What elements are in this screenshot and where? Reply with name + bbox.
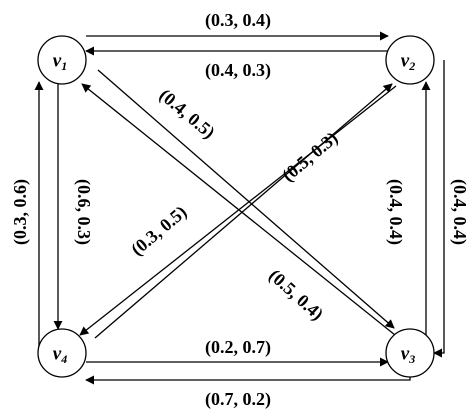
node-layer: v1 v2 v3 v4 <box>37 35 435 378</box>
node-v3: v3 <box>385 328 435 378</box>
node-circle-v1 <box>37 35 87 85</box>
edge-label-v1-v4: (0.6, 0.3) <box>73 179 94 245</box>
edge-v2-v4 <box>79 85 397 336</box>
edge-label-v3-v1: (0.4, 0.5) <box>155 85 219 144</box>
node-v4: v4 <box>37 328 87 378</box>
node-v1: v1 <box>37 35 87 85</box>
edge-v4-v2 <box>94 83 393 339</box>
edge-v1-v3 <box>97 69 395 329</box>
edge-label-v1-v2: (0.3, 0.4) <box>205 10 271 31</box>
edge-label-v2-v3: (0.4, 0.4) <box>449 179 470 245</box>
node-circle-v2 <box>385 35 435 85</box>
edge-label-v3-v2: (0.4, 0.4) <box>385 179 406 245</box>
node-circle-v3 <box>385 328 435 378</box>
node-v2: v2 <box>385 35 435 85</box>
edge-label-v2-v4: (0.3, 0.5) <box>127 202 191 261</box>
edge-v2-v3 <box>433 60 445 358</box>
edge-label-v4-v3: (0.2, 0.7) <box>205 337 271 358</box>
edge-label-v3-v4: (0.7, 0.2) <box>205 389 271 410</box>
edge-v3-v4 <box>85 375 411 385</box>
node-circle-v4 <box>37 328 87 378</box>
edge-label-v2-v1: (0.4, 0.3) <box>205 60 271 81</box>
edge-label-v4-v1: (0.3, 0.6) <box>10 179 31 245</box>
